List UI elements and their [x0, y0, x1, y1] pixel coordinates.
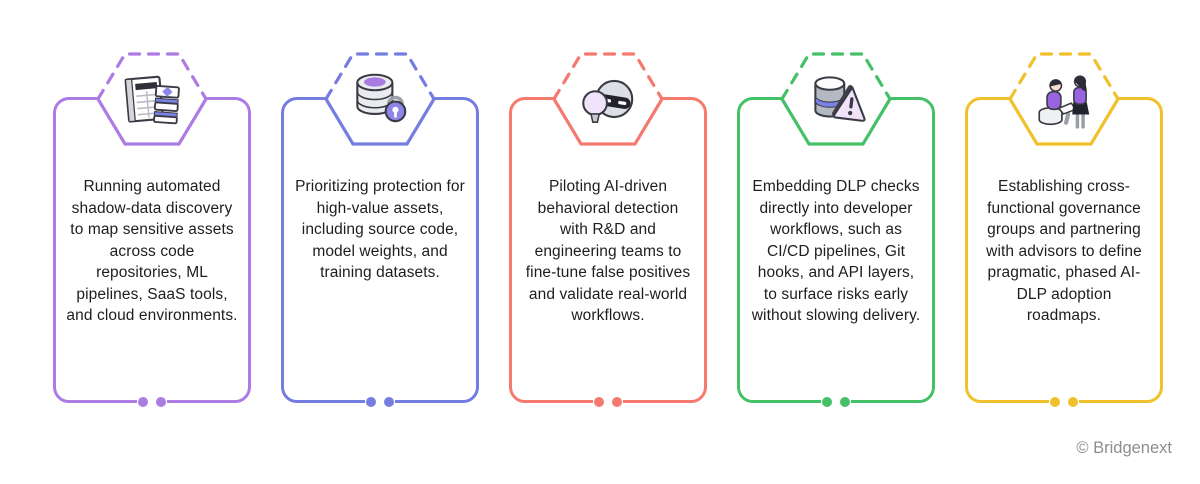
bottom-notch: [821, 397, 851, 404]
card-text: Piloting AI-driven behavioral detection …: [525, 178, 691, 324]
card-ai-behavioral-detection: Piloting AI-driven behavioral detection …: [509, 52, 707, 407]
database-lock-icon: [356, 73, 407, 123]
bottom-dot-right: [840, 396, 850, 407]
bottom-notch: [137, 397, 167, 404]
card-text: Running automated shadow-data discovery …: [66, 178, 238, 324]
card-text: Embedding DLP checks directly into devel…: [751, 178, 921, 324]
card-dlp-developer-workflows: Embedding DLP checks directly into devel…: [737, 52, 935, 407]
bottom-dot-left: [1050, 396, 1060, 407]
bottom-dot-right: [156, 396, 166, 407]
bottom-notch: [593, 397, 623, 404]
card-high-value-asset-protection: Prioritizing protection for high-value a…: [281, 52, 479, 407]
copyright-text: © Bridgenext: [1076, 439, 1172, 457]
card-text: Establishing cross-functional governance…: [986, 178, 1142, 324]
bottom-dot-left: [366, 396, 376, 407]
bottom-notch: [1049, 397, 1079, 404]
card-shadow-data-discovery: Running automated shadow-data discovery …: [53, 52, 251, 407]
card-text: Prioritizing protection for high-value a…: [295, 178, 465, 281]
data-discovery-icon: [124, 75, 180, 125]
cards-row: Running automated shadow-data discovery …: [53, 52, 1163, 407]
bottom-dot-right: [1068, 396, 1078, 407]
bottom-notch: [365, 397, 395, 404]
bottom-dot-left: [138, 396, 148, 407]
card-governance-roadmaps: Establishing cross-functional governance…: [965, 52, 1163, 407]
bottom-dot-left: [822, 396, 832, 407]
bottom-dot-left: [594, 396, 604, 407]
bottom-dot-right: [612, 396, 622, 407]
bottom-dot-right: [384, 396, 394, 407]
people-collaboration-icon: [1038, 75, 1090, 129]
database-warning-icon: [814, 76, 866, 122]
hexagon-badge: [1008, 52, 1120, 146]
robot-lightbulb-icon: [582, 79, 634, 123]
